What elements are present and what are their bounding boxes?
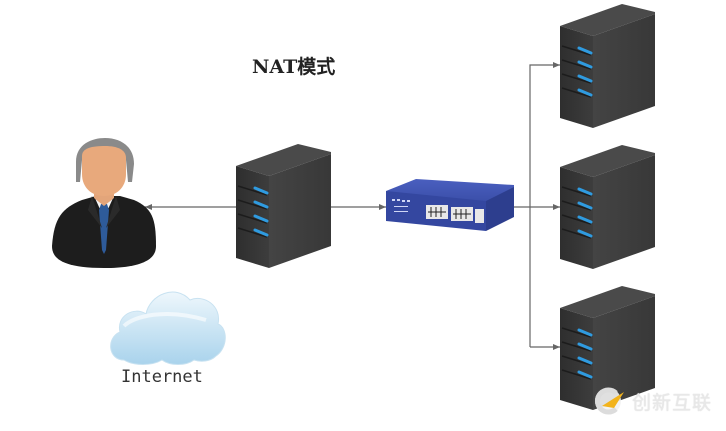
real-server-1-icon (558, 2, 657, 130)
watermark-logo-icon (595, 387, 624, 415)
director-server-icon (234, 142, 333, 270)
diagram-title: NAT模式 (252, 56, 336, 78)
network-switch-icon (386, 179, 514, 231)
edge-switch-to-servers (512, 62, 560, 350)
internet-label: Internet (121, 367, 203, 387)
cloud-icon (110, 291, 226, 365)
businessman-icon (52, 138, 156, 268)
watermark-text: 创新互联 (632, 392, 713, 414)
real-server-2-icon (558, 143, 657, 271)
